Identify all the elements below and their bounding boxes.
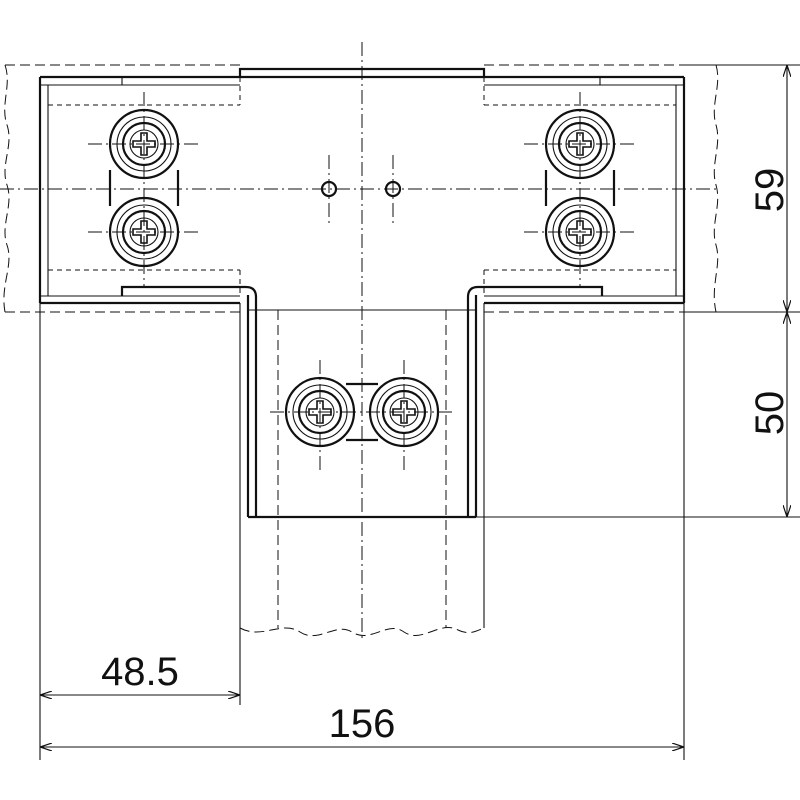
dimension-50: 50 bbox=[476, 312, 800, 518]
dimension-48-5-label: 48.5 bbox=[101, 650, 179, 694]
dimension-59-label: 59 bbox=[748, 168, 792, 213]
branch-duct bbox=[239, 303, 485, 637]
cover-holes bbox=[320, 180, 402, 198]
screw-saddles bbox=[108, 170, 616, 442]
dimension-48-5: 48.5 bbox=[39, 303, 241, 760]
dimension-59: 59 bbox=[684, 64, 800, 313]
adjacent-duct-outline bbox=[3, 64, 719, 313]
dimension-156: 156 bbox=[40, 303, 685, 760]
dimension-50-label: 50 bbox=[748, 391, 792, 436]
tee-body bbox=[38, 75, 686, 305]
dimension-156-label: 156 bbox=[329, 702, 396, 746]
